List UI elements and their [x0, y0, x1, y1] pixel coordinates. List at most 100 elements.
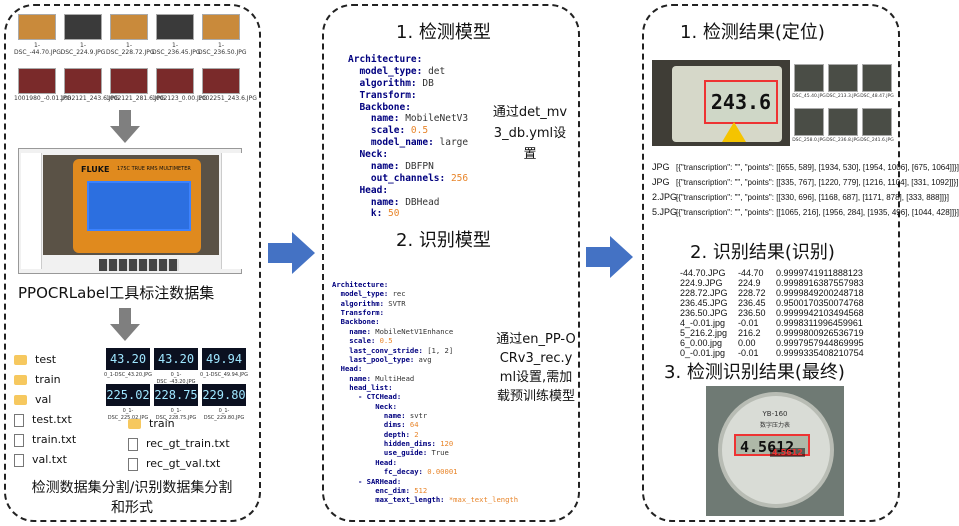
meter-model: 175C TRUE RMS MULTIMETER — [117, 166, 191, 172]
down-arrow-2 — [110, 308, 140, 341]
det-result-thumbnail[interactable] — [794, 108, 824, 136]
det-result-photo: 243.6 — [652, 60, 790, 146]
crop-caption: 0_1-DSC_49.94.JPG — [200, 372, 248, 378]
image-thumbnail[interactable] — [202, 68, 240, 94]
text-file-icon — [14, 433, 24, 447]
gauge-sublabel: 数字压力表 — [759, 422, 790, 429]
image-thumbnail[interactable] — [202, 14, 240, 40]
meter-body: FLUKE 175C TRUE RMS MULTIMETER — [73, 159, 201, 253]
file-item[interactable]: val.txt — [14, 450, 104, 470]
image-thumbnail[interactable] — [64, 14, 102, 40]
dataset-caption: 检测数据集分割/识别数据集分割和形式 — [31, 480, 233, 516]
rec-text: -0.01 — [738, 348, 759, 358]
points-value: [{"transcription": "", "points": [[1065,… — [676, 208, 959, 217]
text-file-icon — [128, 437, 138, 451]
right-arrow-2 — [586, 236, 633, 278]
det-result-title: 1. 检测结果(定位) — [680, 22, 825, 43]
thumbnail-caption: 1002121_243.6.JPG — [60, 95, 119, 102]
thumbnail-caption: 1-DSC_224.9.JPG — [60, 42, 106, 56]
text-file-icon — [14, 453, 24, 467]
thumbnail-caption: DSC_45.40.JPG — [792, 94, 826, 99]
crop-image[interactable]: 225.02 — [106, 384, 150, 406]
rec-score: 0.9997957944869995 — [776, 338, 864, 348]
folder-item[interactable]: train — [128, 414, 248, 434]
thumbnail-caption: 1-DSC_228.72.JPG — [106, 42, 155, 56]
det-result-thumbnail[interactable] — [862, 108, 892, 136]
folder-item[interactable]: train — [14, 370, 104, 390]
rec-text: -0.01 — [738, 318, 759, 328]
file-item[interactable]: rec_gt_train.txt — [128, 434, 248, 454]
image-thumbnail[interactable] — [156, 14, 194, 40]
points-value: [{"transcription": "", "points": [[655, … — [676, 163, 959, 172]
det-model-title: 1. 检测模型 — [396, 22, 491, 43]
right-arrow-1 — [268, 232, 315, 274]
det-result-thumbnail[interactable] — [828, 108, 858, 136]
rec-text: -44.70 — [738, 268, 764, 278]
thumbnail-caption: 1002121_281.6.JPG — [106, 95, 165, 102]
file-item[interactable]: train.txt — [14, 430, 104, 450]
crop-image[interactable]: 228.75 — [154, 384, 198, 406]
det-result-thumbnail[interactable] — [828, 64, 858, 92]
image-thumbnail[interactable] — [18, 14, 56, 40]
rec-text: 0.00 — [738, 338, 756, 348]
rec-text: 224.9 — [738, 278, 761, 288]
rec-score: 0.9999800926536719 — [776, 328, 864, 338]
points-row: JPG[{"transcription": "", "points": [[33… — [652, 175, 958, 190]
rec-score: 0.9999335408210754 — [776, 348, 864, 358]
image-thumbnail[interactable] — [156, 68, 194, 94]
rec-file: 224.9.JPG — [680, 278, 723, 288]
crop-image[interactable]: 43.20 — [106, 348, 150, 370]
label-tool-caption: PPOCRLabel工具标注数据集 — [18, 284, 215, 302]
det-result-thumbnail[interactable] — [794, 64, 824, 92]
gauge-recognized-value: 4.5612 — [770, 448, 805, 457]
crop-image[interactable]: 229.80 — [202, 384, 246, 406]
down-arrow-1 — [110, 110, 140, 143]
thumbnail-caption: DSC_236.8.JPG — [826, 138, 860, 143]
rec-config-note: 通过en_PP-OCRv3_rec.yml设置,需加载预训练模型 — [496, 332, 576, 404]
photo-pane: FLUKE 175C TRUE RMS MULTIMETER — [43, 155, 219, 255]
rec-model-title: 2. 识别模型 — [396, 230, 491, 251]
folder-item[interactable]: test — [14, 350, 104, 370]
rec-text: 236.45 — [738, 298, 766, 308]
file-item[interactable]: rec_gt_val.txt — [128, 454, 248, 474]
det-result-thumbnail[interactable] — [862, 64, 892, 92]
rec-config: Architecture: model_type: rec algorithm:… — [332, 280, 519, 505]
points-row: JPG [{"transcription": "", "points": [[65… — [652, 160, 959, 175]
rec-score: 0.9999942103494568 — [776, 308, 864, 318]
text-file-icon — [128, 457, 138, 471]
thumbnail-caption: DSC_241.6.JPG — [860, 138, 894, 143]
file-item[interactable]: test.txt — [14, 410, 104, 430]
points-file: 2.JPG — [652, 192, 678, 202]
points-box: JPG [{"transcription": "", "points": [[65… — [652, 160, 959, 232]
rec-file: 228.72.JPG — [680, 288, 728, 298]
recognition-file-tree: train rec_gt_train.txt rec_gt_val.txt — [128, 414, 248, 474]
points-value: [{"transcription": "", "points": [[330, … — [676, 193, 949, 202]
crop-image[interactable]: 49.94 — [202, 348, 246, 370]
points-file: JPG — [652, 162, 670, 172]
thumbnail-caption: DSC_213.3.JPG — [826, 94, 860, 99]
thumbnail-caption: 1002251_243.6.JPG — [198, 95, 257, 102]
points-row: 2.JPG[{"transcription": "", "points": [[… — [652, 190, 949, 205]
filmstrip — [99, 259, 179, 271]
meter-brand: FLUKE — [81, 165, 110, 174]
rec-file: 236.45.JPG — [680, 298, 728, 308]
text-file-icon — [14, 413, 24, 427]
image-thumbnail[interactable] — [64, 68, 102, 94]
file-list-pane — [21, 153, 42, 269]
folder-item[interactable]: val — [14, 390, 104, 410]
image-thumbnail[interactable] — [18, 68, 56, 94]
crop-image[interactable]: 43.20 — [154, 348, 198, 370]
image-thumbnail[interactable] — [110, 14, 148, 40]
final-result-title: 3. 检测识别结果(最终) — [664, 362, 845, 383]
image-thumbnail[interactable] — [110, 68, 148, 94]
det-config: Architecture: model_type: det algorithm:… — [348, 54, 469, 220]
points-row: 5.JPG[{"transcription": "", "points": [[… — [652, 205, 959, 220]
meter-screen-label-box — [87, 181, 191, 231]
rec-score: 0.9998311996459961 — [776, 318, 863, 328]
